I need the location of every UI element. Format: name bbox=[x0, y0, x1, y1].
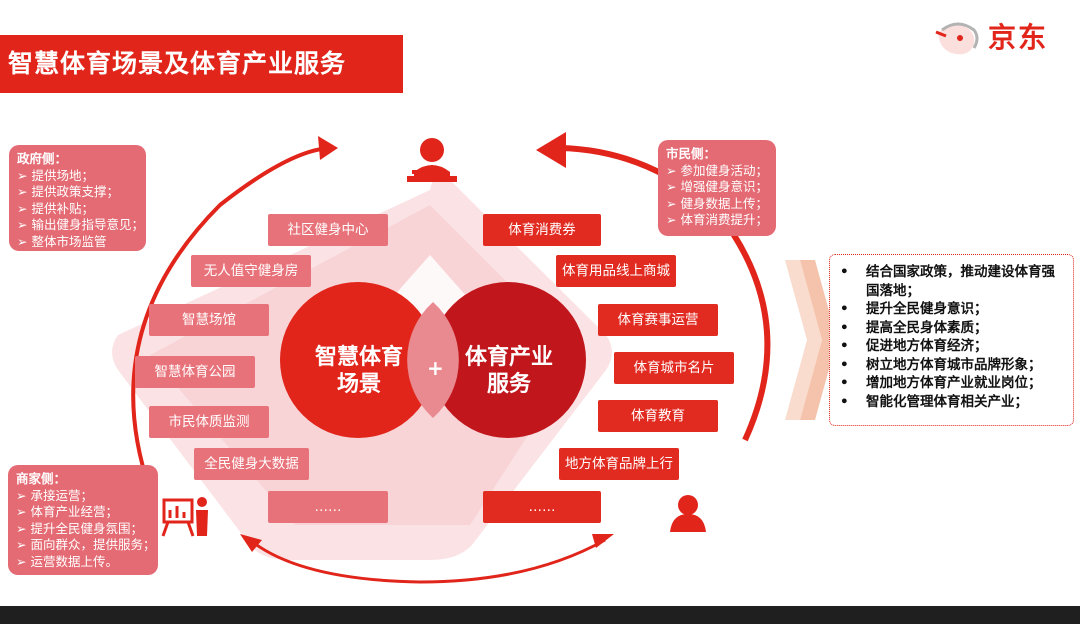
merchant-item: ➢ 承接运营； bbox=[16, 487, 93, 503]
gov-box: 政府侧： ➢ 提供场地； ➢ 提供政策支撑； ➢ 提供补贴； ➢ 输出健身指导意… bbox=[9, 145, 146, 251]
gov-item: ➢ 提供补贴； bbox=[17, 200, 94, 216]
merchant-item: ➢ 运营数据上传。 bbox=[16, 553, 118, 569]
left-circle bbox=[280, 282, 436, 438]
left-item-7: …… bbox=[268, 491, 388, 523]
result-item: •增加地方体育产业就业岗位； bbox=[840, 375, 1042, 391]
left-item-5: 市民体质监测 bbox=[149, 406, 269, 438]
citizen-item: ➢ 体育消费提升； bbox=[666, 212, 768, 227]
gov-item: ➢ 整体市场监管 bbox=[17, 233, 107, 249]
merchant-item: ➢ 提升全民健身氛围； bbox=[16, 520, 143, 536]
left-circle-label: 智慧体育 场景 bbox=[314, 345, 403, 397]
right-item-7: …… bbox=[483, 491, 601, 523]
gov-item: ➢ 输出健身指导意见； bbox=[17, 217, 144, 232]
merchant-box: 商家侧： ➢ 承接运营； ➢ 体育产业经营； ➢ 提升全民健身氛围； ➢ 面向群… bbox=[8, 465, 158, 575]
right-item-6: 地方体育品牌上行 bbox=[559, 448, 679, 480]
logo-text: 京东 bbox=[988, 21, 1049, 54]
arrow-bottom-head-right bbox=[592, 534, 614, 548]
results-box: •结合国家政策，推动建设体育强国落地； •提升全民健身意识； •提高全民身体素质… bbox=[829, 254, 1074, 426]
right-circle bbox=[430, 282, 586, 438]
right-circle-label: 体育产业 服务 bbox=[464, 345, 553, 397]
left-item-3: 智慧场馆 bbox=[149, 304, 269, 336]
presentation-icon bbox=[161, 497, 208, 537]
plus-sign: + bbox=[427, 356, 444, 380]
person-icon bbox=[670, 495, 706, 532]
arrow-top-left-head bbox=[318, 136, 338, 160]
right-item-2: 体育用品线上商城 bbox=[556, 255, 676, 287]
gov-item: ➢ 提供政策支撑； bbox=[17, 184, 119, 199]
left-item-2: 无人值守健身房 bbox=[191, 255, 311, 287]
right-item-4: 体育城市名片 bbox=[614, 352, 734, 384]
merchant-item: ➢ 体育产业经营； bbox=[16, 504, 118, 519]
arrow-top-left-arc bbox=[131, 146, 331, 491]
left-item-1: 社区健身中心 bbox=[268, 214, 388, 246]
circle-overlap bbox=[407, 302, 459, 418]
result-item: •提高全民身体素质； bbox=[840, 319, 988, 336]
podium-speaker-icon bbox=[407, 138, 457, 182]
page-title: 智慧体育场景及体育产业服务 bbox=[0, 35, 403, 93]
right-item-3: 体育赛事运营 bbox=[598, 304, 718, 336]
dog-mascot-icon bbox=[935, 22, 979, 55]
arrow-bottom-head-left bbox=[240, 534, 262, 552]
right-item-1: 体育消费券 bbox=[483, 214, 601, 246]
merchant-header: 商家侧： bbox=[16, 471, 67, 486]
citizen-header: 市民侧： bbox=[666, 146, 717, 161]
arrow-top-right-head bbox=[536, 132, 566, 168]
left-item-4: 智慧体育公园 bbox=[135, 356, 255, 388]
result-item: •提升全民健身意识； bbox=[840, 301, 988, 317]
arrow-bottom-arc bbox=[249, 538, 606, 584]
citizen-box: 市民侧： ➢ 参加健身活动； ➢ 增强健身意识； ➢ 健身数据上传； ➢ 体育消… bbox=[658, 140, 776, 236]
left-item-6: 全民健身大数据 bbox=[194, 448, 309, 480]
result-item: •智能化管理体育相关产业； bbox=[840, 393, 1028, 410]
citizen-item: ➢ 参加健身活动； bbox=[666, 162, 768, 178]
citizen-item: ➢ 增强健身意识； bbox=[666, 179, 768, 194]
merchant-item: ➢ 面向群众，提供服务； bbox=[16, 537, 156, 552]
citizen-item: ➢ 健身数据上传； bbox=[666, 195, 768, 211]
gov-item: ➢ 提供场地； bbox=[17, 167, 94, 183]
bottom-bar bbox=[0, 606, 1080, 624]
result-item: •促进地方体育经济； bbox=[840, 338, 988, 354]
gov-header: 政府侧： bbox=[17, 151, 68, 166]
result-item: •结合国家政策，推动建设体育强国落地； bbox=[840, 264, 1055, 299]
right-item-5: 体育教育 bbox=[598, 400, 718, 432]
result-item: •树立地方体育城市品牌形象； bbox=[840, 356, 1042, 373]
